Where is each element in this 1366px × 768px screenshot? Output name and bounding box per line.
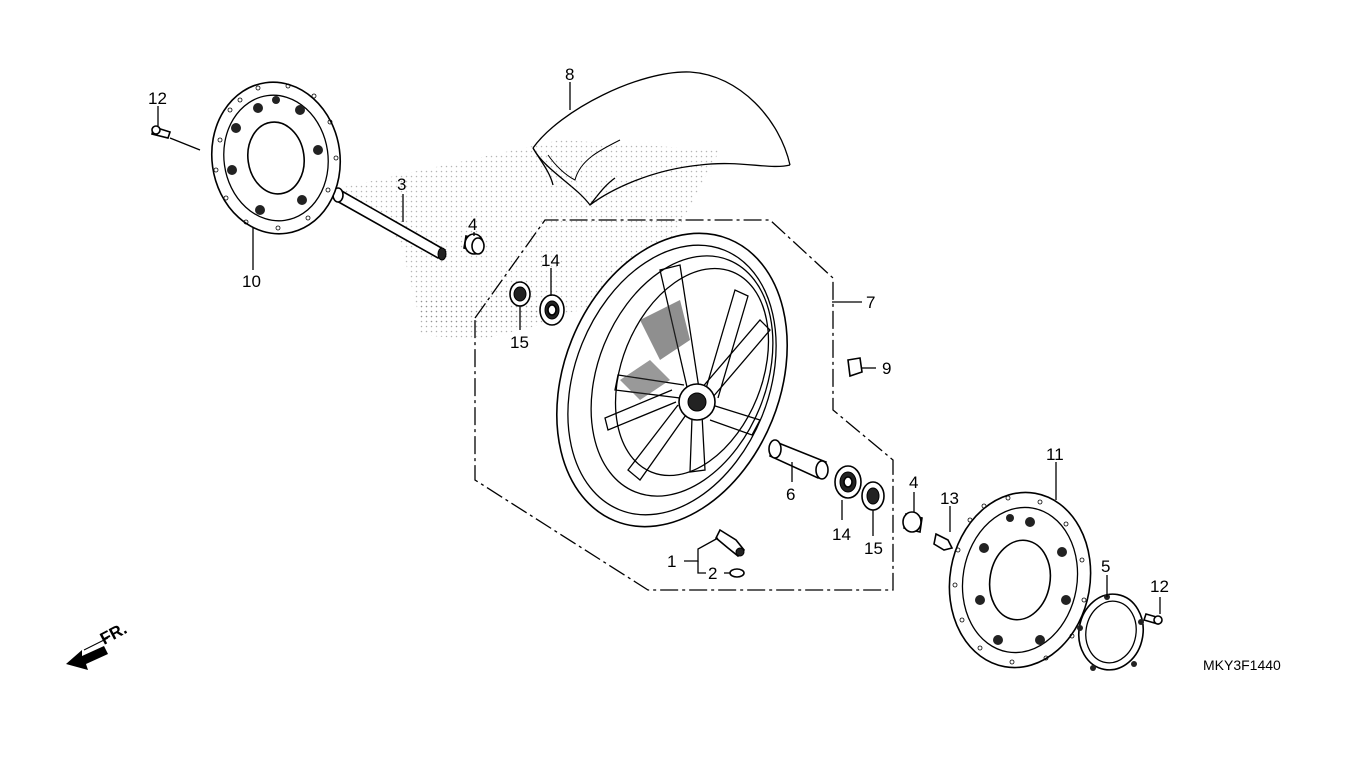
disk-bolt-left-part bbox=[151, 125, 172, 139]
pulser-ring-part bbox=[1077, 593, 1144, 671]
bolt-13-part bbox=[933, 532, 954, 551]
diagram-code: MKY3F1440 bbox=[1203, 657, 1281, 673]
axle-part bbox=[332, 187, 447, 261]
front-direction-arrow-icon bbox=[66, 637, 109, 670]
callout-14-right: 14 bbox=[832, 525, 851, 544]
collar-left-part bbox=[463, 233, 485, 255]
callout-4-right: 4 bbox=[909, 473, 918, 492]
callout-14-left: 14 bbox=[541, 251, 560, 270]
wheel-rim-part bbox=[556, 232, 788, 528]
distance-collar-part bbox=[768, 439, 829, 480]
callout-7: 7 bbox=[866, 293, 875, 312]
callout-6: 6 bbox=[786, 485, 795, 504]
callout-9: 9 bbox=[882, 359, 891, 378]
callout-5: 5 bbox=[1101, 557, 1110, 576]
callout-1: 1 bbox=[667, 552, 676, 571]
brake-disk-left-part bbox=[210, 81, 342, 235]
dust-seal-left-part bbox=[509, 281, 531, 307]
dust-seal-right-part bbox=[861, 481, 885, 511]
callout-15-left: 15 bbox=[510, 333, 529, 352]
assembly-outline bbox=[474, 219, 894, 591]
callout-3: 3 bbox=[397, 175, 406, 194]
callout-12-right: 12 bbox=[1150, 577, 1169, 596]
callout-4-left: 4 bbox=[468, 215, 477, 234]
callout-15-right: 15 bbox=[864, 539, 883, 558]
callout-12-left: 12 bbox=[148, 89, 167, 108]
callout-13: 13 bbox=[940, 489, 959, 508]
callout-10: 10 bbox=[242, 272, 261, 291]
front-direction-label: FR. bbox=[97, 619, 130, 649]
bearing-left-part bbox=[539, 294, 565, 326]
callout-2: 2 bbox=[708, 564, 717, 583]
bearing-right-part bbox=[834, 465, 862, 499]
balance-weight-part bbox=[847, 357, 863, 378]
callout-8: 8 bbox=[565, 65, 574, 84]
disk-bolt-right-part bbox=[1142, 613, 1163, 625]
o-ring-part bbox=[729, 568, 745, 578]
leader-lines bbox=[157, 82, 1161, 614]
valve-part bbox=[715, 528, 746, 558]
brake-disk-right-part bbox=[948, 491, 1092, 669]
collar-right-part bbox=[902, 511, 923, 533]
tire-part bbox=[532, 71, 791, 206]
callout-labels: 8 12 3 4 14 10 7 15 9 11 4 6 13 14 15 1 … bbox=[148, 65, 1169, 596]
callout-11: 11 bbox=[1046, 445, 1064, 464]
